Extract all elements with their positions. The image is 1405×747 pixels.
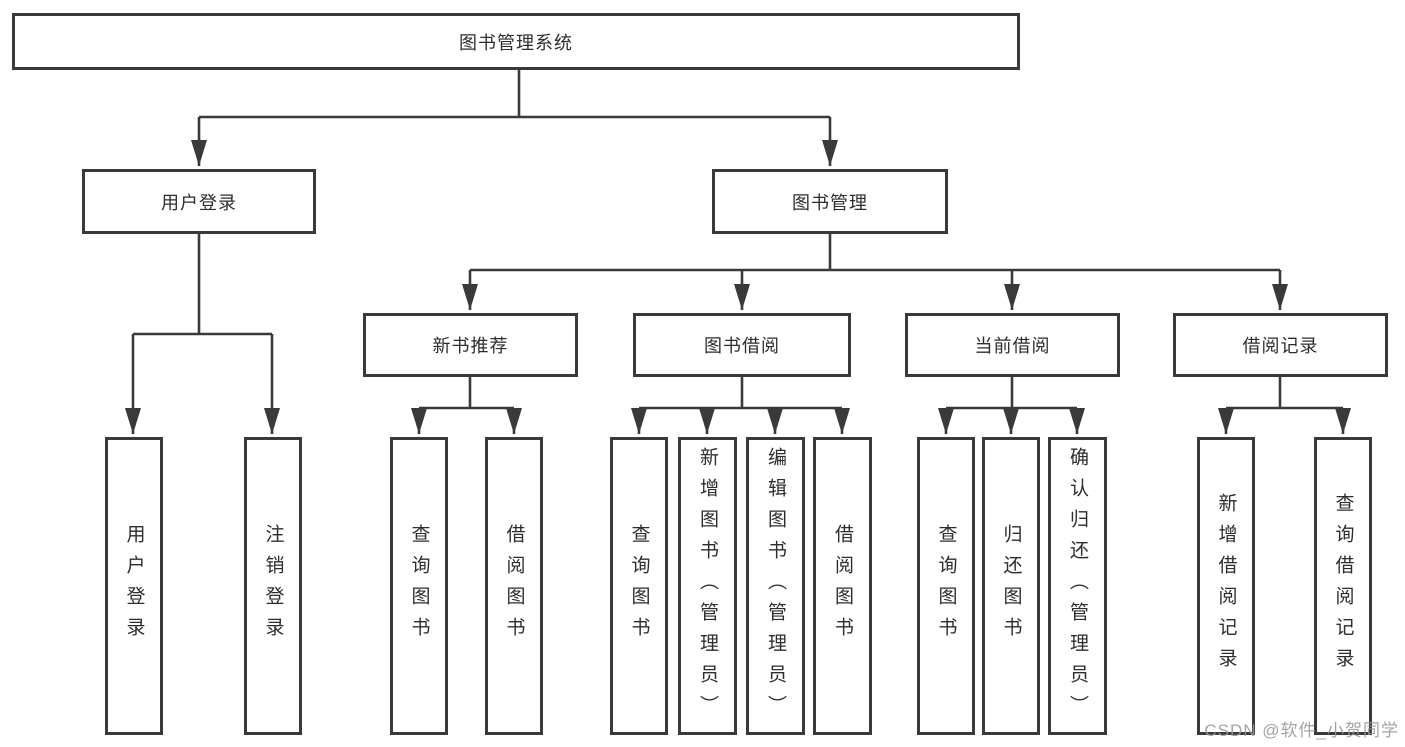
leaf-borrow-add-books-admin: 新增图书（管理员）	[678, 437, 737, 735]
leaf-logout: 注销登录	[244, 437, 302, 735]
leaf-current-return-books: 归还图书	[982, 437, 1040, 735]
node-user-login: 用户登录	[82, 169, 316, 234]
node-current-borrow: 当前借阅	[905, 313, 1120, 377]
leaf-recommend-borrow-books: 借阅图书	[485, 437, 543, 735]
node-book-management: 图书管理	[712, 169, 948, 234]
leaf-user-login: 用户登录	[105, 437, 163, 735]
node-root-system: 图书管理系统	[12, 13, 1020, 70]
node-book-borrow: 图书借阅	[633, 313, 851, 377]
leaf-borrow-edit-books-admin: 编辑图书（管理员）	[746, 437, 805, 735]
node-new-book-recommend: 新书推荐	[363, 313, 578, 377]
leaf-borrow-query-books: 查询图书	[610, 437, 668, 735]
leaf-borrow-borrow-books: 借阅图书	[813, 437, 872, 735]
leaf-records-add-record: 新增借阅记录	[1197, 437, 1255, 735]
watermark: CSDN @软件_小贺同学	[1204, 721, 1399, 740]
connector-lines	[125, 70, 1351, 434]
leaf-recommend-query-books: 查询图书	[390, 437, 448, 735]
leaf-records-query-record: 查询借阅记录	[1314, 437, 1372, 735]
leaf-current-confirm-return-admin: 确认归还（管理员）	[1048, 437, 1107, 735]
leaf-current-query-books: 查询图书	[917, 437, 975, 735]
node-borrow-records: 借阅记录	[1173, 313, 1388, 377]
